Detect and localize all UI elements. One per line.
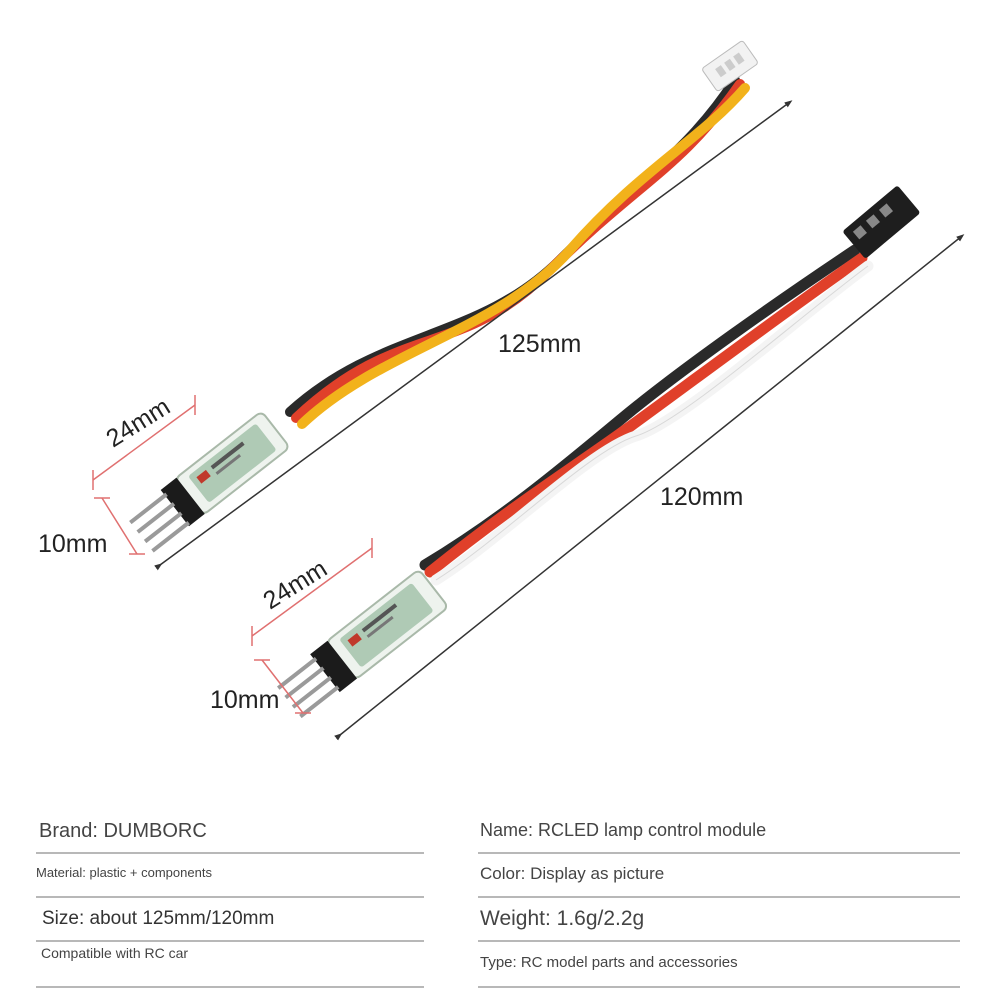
spec-weight: Weight: 1.6g/2.2g <box>480 907 645 930</box>
spec-brand: Brand: DUMBORC <box>39 820 207 842</box>
dimension-line-10-bottom <box>261 659 304 714</box>
spec-size: Size: about 125mm/120mm <box>42 908 275 929</box>
spec-divider <box>478 852 960 854</box>
spec-divider <box>478 896 960 898</box>
spec-column-right: Name: RCLED lamp control module Color: D… <box>478 808 960 988</box>
spec-compatible: Compatible with RC car <box>41 945 189 961</box>
dim-label-125: 125mm <box>498 330 581 358</box>
spec-divider <box>36 852 424 854</box>
bottom-cable-assembly: 24mm 10mm 120mm <box>210 186 965 741</box>
dimension-line-24-bottom <box>251 547 373 637</box>
spec-divider <box>478 940 960 942</box>
spec-divider <box>36 986 424 988</box>
dim-label-24-top: 24mm <box>101 393 175 454</box>
dim-label-10-top: 10mm <box>38 530 107 558</box>
spec-divider <box>478 986 960 988</box>
spec-material: Material: plastic + components <box>36 865 212 880</box>
product-photo: 24mm 10mm 125mm <box>38 40 965 741</box>
led-module-top <box>129 412 289 553</box>
spec-color: Color: Display as picture <box>480 864 665 883</box>
dimension-line-120 <box>334 234 965 741</box>
dim-label-120: 120mm <box>660 483 743 511</box>
spec-type: Type: RC model parts and accessories <box>480 954 738 971</box>
spec-column-left: Brand: DUMBORC Material: plastic + compo… <box>36 808 424 988</box>
spec-divider <box>36 896 424 898</box>
dimension-line-24-top <box>92 404 196 481</box>
dim-label-10-bottom: 10mm <box>210 686 279 714</box>
spec-name: Name: RCLED lamp control module <box>480 820 767 840</box>
product-illustration: 24mm 10mm 125mm <box>38 40 965 741</box>
spec-divider <box>36 940 424 942</box>
dimension-line-10-top <box>101 497 138 555</box>
dim-label-24-bottom: 24mm <box>258 555 332 616</box>
jst-connector <box>702 40 758 92</box>
